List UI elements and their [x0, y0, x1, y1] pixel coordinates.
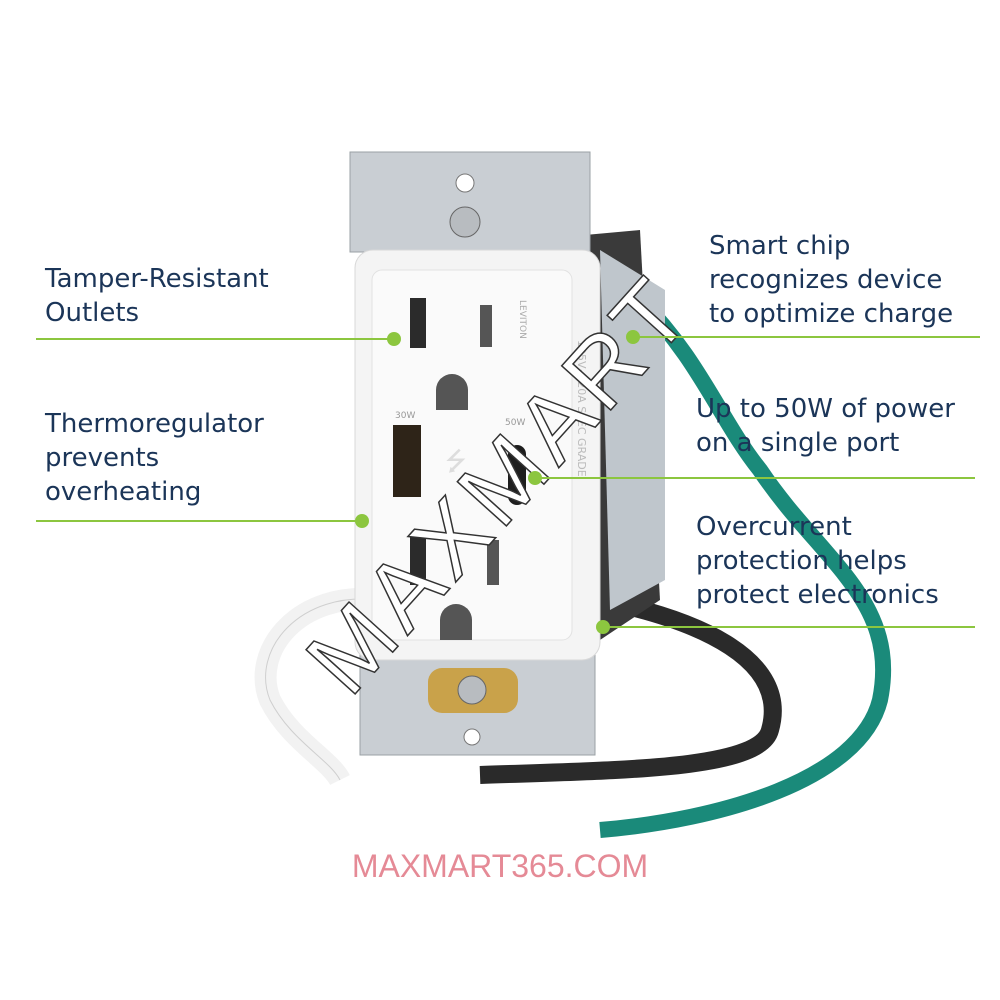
usb-c-port [508, 445, 526, 505]
callout-line [535, 477, 975, 479]
usb-symbol-icon: ⭍ [445, 447, 467, 477]
mounting-strap-top [349, 151, 591, 253]
callout-dot [596, 620, 610, 634]
callout-line [632, 336, 980, 338]
usb-a-port [393, 425, 421, 497]
rating-mark: 125V~ 20A SPEC GRADE [575, 340, 588, 477]
callout-smart-chip: Smart chip recognizes device to optimize… [709, 231, 954, 329]
callout-tamper-resistant: Tamper-Resistant Outlets [45, 264, 269, 328]
callout-overcurrent: Overcurrent protection helps protect ele… [696, 512, 939, 610]
callout-dot [355, 514, 369, 528]
callout-thermoregulator: Thermoregulator prevents overheating [45, 409, 264, 507]
callout-dot [387, 332, 401, 346]
usb-a-rating: 30W [395, 411, 415, 421]
watermark-footer: MAXMART365.COM [351, 848, 649, 884]
brand-mark: LEVITON [517, 300, 527, 339]
ground-hole [436, 374, 468, 410]
callout-50w-power: Up to 50W of power on a single port [696, 394, 955, 458]
callout-line [36, 520, 362, 522]
callout-line [602, 626, 975, 628]
usb-c-rating: 50W [505, 418, 525, 428]
callout-dot [626, 330, 640, 344]
outlet-slot [410, 298, 426, 348]
callout-dot [528, 471, 542, 485]
screw-icon [449, 206, 481, 238]
callout-line [36, 338, 394, 340]
ground-wire [599, 294, 892, 838]
